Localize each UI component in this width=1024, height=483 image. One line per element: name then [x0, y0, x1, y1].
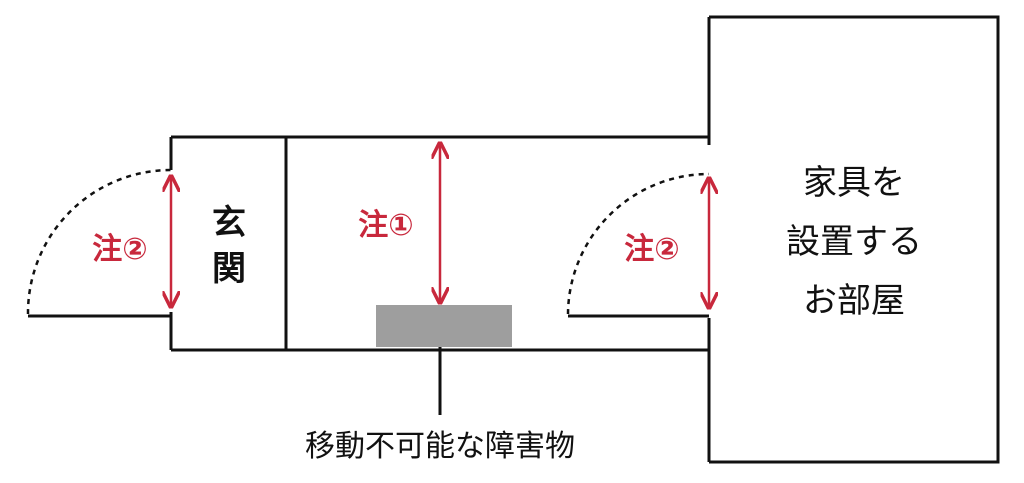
note-right-label: 注②	[624, 232, 679, 267]
room-door	[566, 172, 710, 318]
note-center-label: 注①	[358, 208, 413, 243]
room-walls	[707, 15, 1000, 464]
entrance-door-swing	[26, 168, 172, 315]
note-left-label: 注②	[92, 232, 147, 267]
entrance-label-line1: 玄	[212, 203, 246, 243]
room-label-line2: 設置する	[786, 222, 922, 262]
room-top-and-right-walls	[709, 15, 1000, 464]
entrance-label-line2: 関	[212, 249, 246, 289]
room-label-line1: 家具を	[803, 163, 905, 203]
room-label-line3: お部屋	[803, 281, 905, 321]
room-door-swing	[566, 172, 710, 315]
obstacle-block	[376, 305, 512, 347]
entrance-door	[26, 168, 172, 318]
obstacle-label: 移動不可能な障害物	[305, 429, 575, 464]
